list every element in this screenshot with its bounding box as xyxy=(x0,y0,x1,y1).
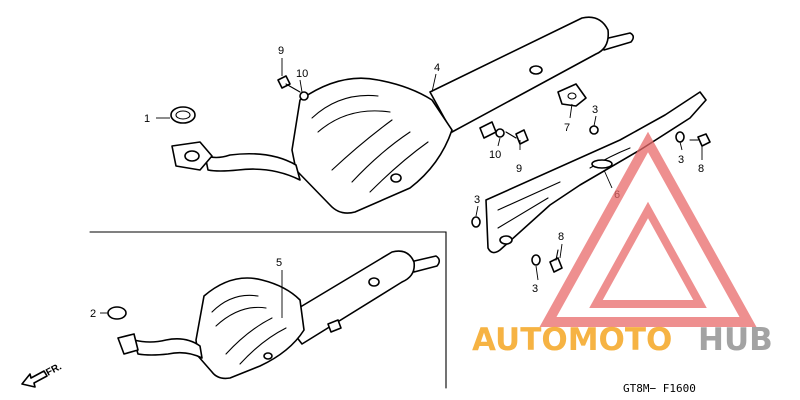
muffler-assembly-alternate xyxy=(117,250,441,380)
washer-10-upper xyxy=(299,91,309,101)
gasket-2 xyxy=(107,306,127,320)
callout-8-bottom: 8 xyxy=(558,231,564,243)
watermark-logo xyxy=(539,131,757,327)
nut-3-right xyxy=(589,125,599,135)
nut-3-left xyxy=(471,216,481,228)
figure-code: GT8M− F1600 xyxy=(623,382,696,395)
callout-3-left: 3 xyxy=(474,194,480,206)
inset-frame xyxy=(89,231,447,389)
clip-nut-7 xyxy=(557,83,587,107)
callout-3-bottom: 3 xyxy=(532,283,538,295)
bolt-8-bottom xyxy=(549,249,563,273)
callout-10-upper: 10 xyxy=(296,68,308,80)
gasket-1 xyxy=(170,106,196,124)
nut-3-far-right xyxy=(675,131,685,143)
nut-3-bottom xyxy=(531,254,541,266)
watermark-brand-part-2: HUB xyxy=(698,322,773,358)
bolt-8-far-right xyxy=(689,133,711,147)
bolt-9-upper xyxy=(277,75,301,93)
callout-9-lower: 9 xyxy=(516,163,522,175)
heat-protector xyxy=(485,91,707,254)
callout-9-upper: 9 xyxy=(278,45,284,57)
leader-lines xyxy=(100,58,703,318)
callout-4: 4 xyxy=(434,62,440,74)
callout-3-right: 3 xyxy=(592,104,598,116)
direction-label: FR. xyxy=(44,361,64,378)
washer-10-lower xyxy=(495,128,505,138)
callout-5: 5 xyxy=(276,257,282,269)
front-direction-arrow: FR. xyxy=(21,361,64,388)
callout-3-far-right: 3 xyxy=(678,154,684,166)
callout-2: 2 xyxy=(90,308,96,320)
callout-1: 1 xyxy=(144,113,150,125)
watermark-brand-part-1: AUTOMOTO xyxy=(472,322,672,358)
bolt-9-lower xyxy=(505,129,529,145)
callout-8-far-right: 8 xyxy=(698,163,704,175)
callout-10-lower: 10 xyxy=(489,149,501,161)
muffler-assembly-main xyxy=(171,16,635,214)
callout-7: 7 xyxy=(564,122,570,134)
